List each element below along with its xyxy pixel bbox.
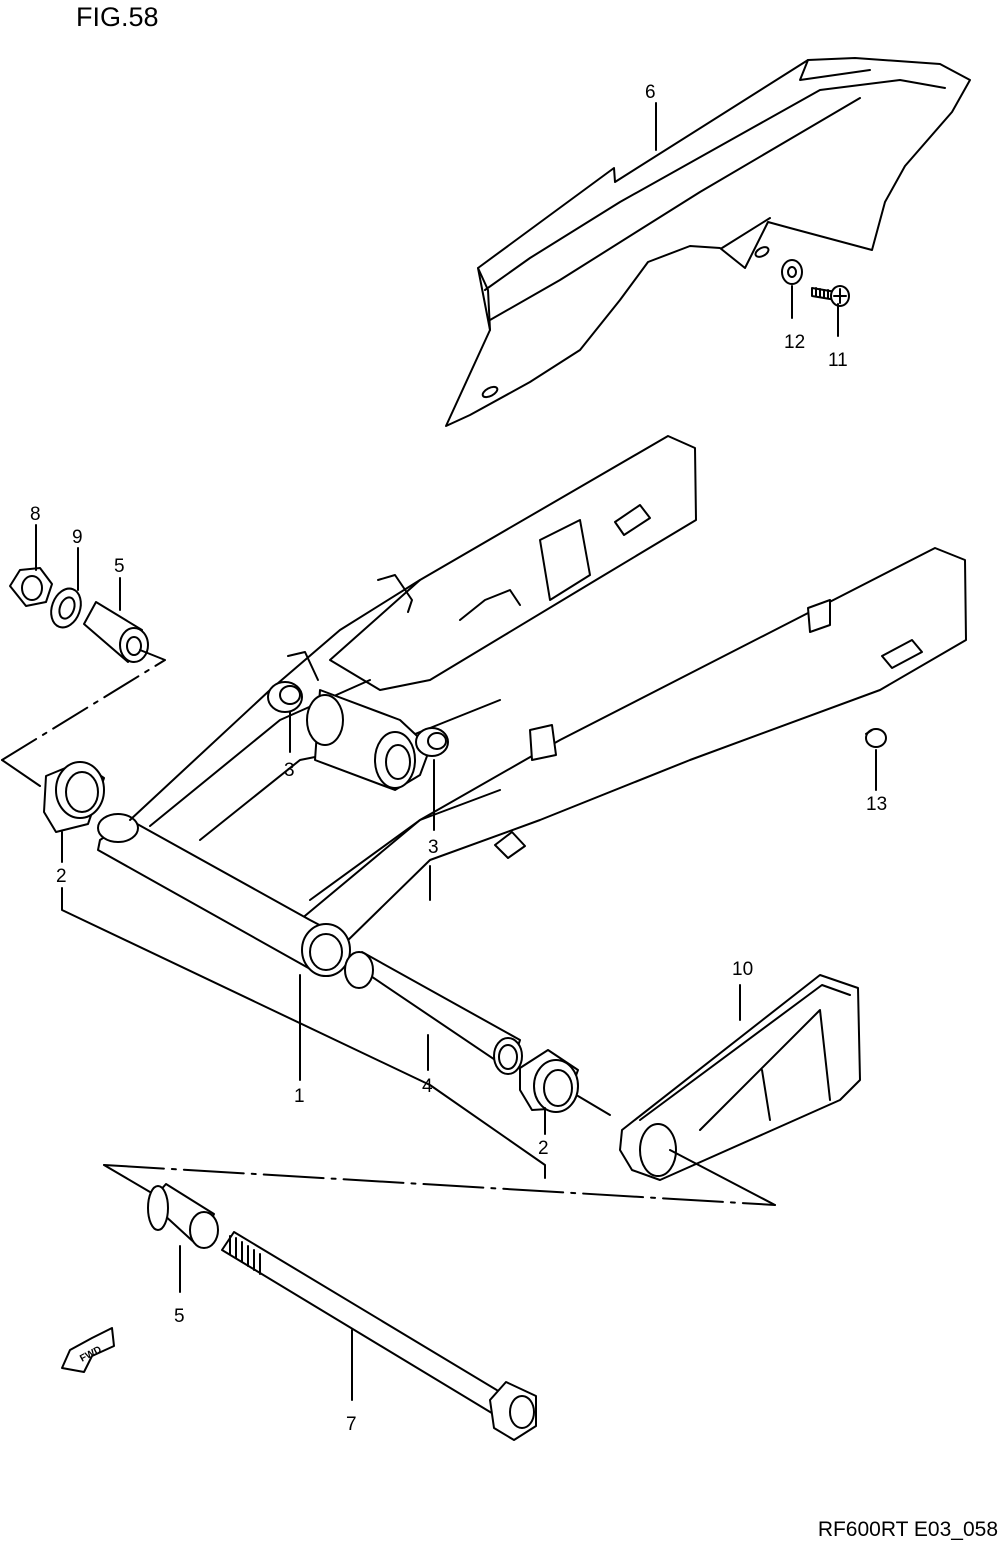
callout-5-lower: 5 <box>174 1306 185 1327</box>
figure-code: RF600RT E03_058 <box>817 1518 998 1541</box>
figure-title: FIG.58 <box>76 2 159 32</box>
callout-11: 11 <box>828 350 848 371</box>
callout-3-upper: 3 <box>284 760 295 781</box>
callout-10: 6 <box>645 82 656 103</box>
bolt-11 <box>811 285 850 307</box>
callout-1: 1 <box>294 1086 305 1107</box>
pivot-shaft-6 <box>221 1231 537 1441</box>
callout-3-lower: 3 <box>428 837 439 858</box>
callout-4: 4 <box>422 1076 433 1097</box>
leader-lines <box>1 102 877 1401</box>
pivot-sleeve-4 <box>344 951 523 1075</box>
chain-buffer-9 <box>619 974 861 1181</box>
nut-8 <box>9 567 53 607</box>
plug-13 <box>865 728 887 748</box>
callout-12: 12 <box>784 332 805 353</box>
bearing-2-right <box>519 1049 579 1113</box>
bushing-3-lower <box>415 727 449 757</box>
washer-7 <box>50 587 82 629</box>
callout-8: 8 <box>30 504 41 525</box>
callout-7: 9 <box>72 527 83 548</box>
callout-9: 10 <box>732 959 753 980</box>
swingarm <box>97 435 967 977</box>
washer-12 <box>781 259 803 285</box>
bushing-3-upper <box>267 681 303 713</box>
callout-6: 7 <box>346 1414 357 1435</box>
callout-13: 13 <box>866 794 887 815</box>
callout-2-right: 2 <box>538 1138 549 1159</box>
collar-5-upper <box>83 601 149 663</box>
forward-arrow-icon <box>61 1327 115 1373</box>
callout-5-upper: 5 <box>114 556 125 577</box>
collar-5-lower <box>147 1183 219 1249</box>
chain-case <box>445 57 971 427</box>
callouts: 6 12 11 8 9 5 3 3 13 2 10 1 4 2 5 7 <box>30 82 887 1435</box>
bearing-2-left <box>43 761 105 833</box>
callout-2-left: 2 <box>56 866 67 887</box>
